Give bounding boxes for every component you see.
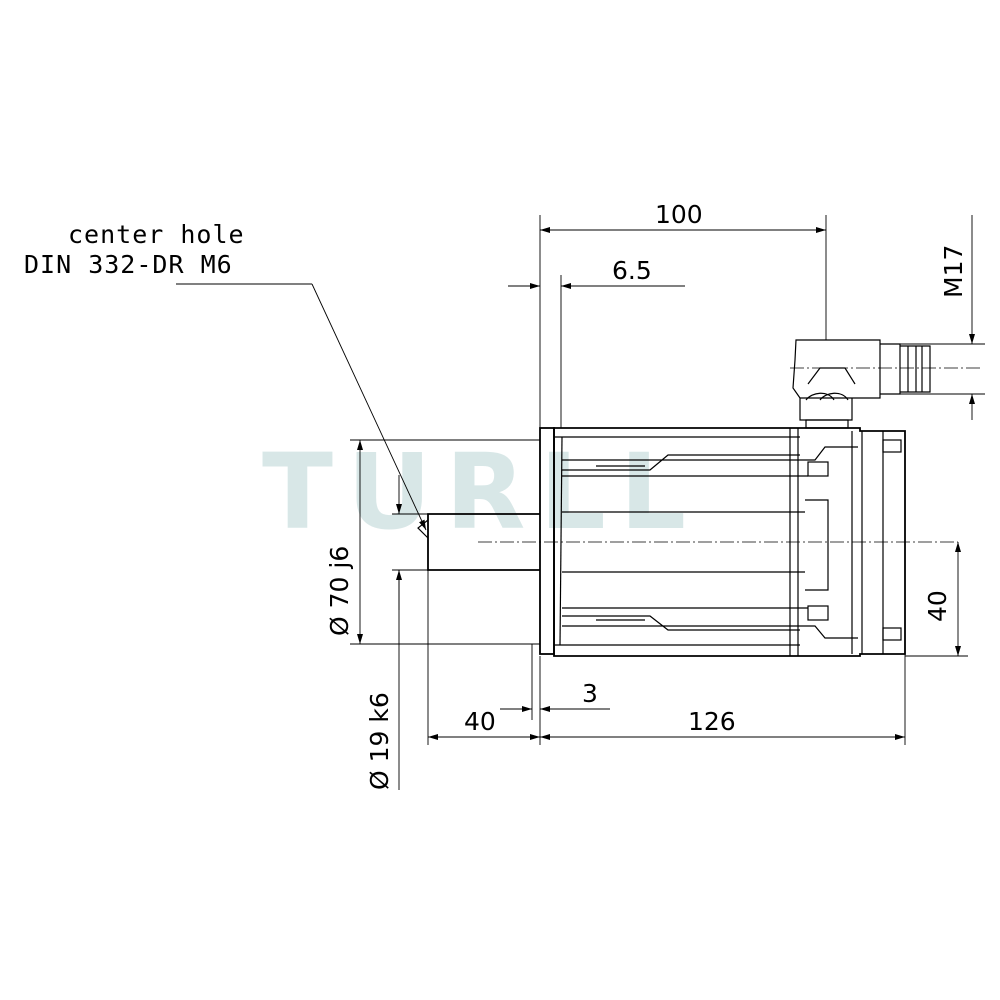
dim-shaft-height: 40: [923, 590, 952, 622]
motor-body: [539, 427, 906, 657]
dim-shaft-diameter: Ø 19 k6: [365, 692, 394, 790]
connector: [790, 339, 980, 429]
dim-pilot-diameter: Ø 70 j6: [325, 546, 354, 636]
dim-flange-offset: 6.5: [612, 256, 652, 285]
dim-shaft-length: 40: [464, 707, 496, 736]
dim-connector-thread: M17: [939, 245, 968, 298]
din-standard-label: DIN 332-DR M6: [24, 250, 233, 279]
dim-body-length: 126: [688, 707, 736, 736]
dim-overall-length: 100: [655, 200, 703, 229]
dimension-lines: [176, 215, 985, 790]
dim-pilot-length: 3: [582, 679, 598, 708]
watermark: TURLL: [262, 431, 700, 553]
center-hole-label: center hole: [68, 220, 245, 249]
